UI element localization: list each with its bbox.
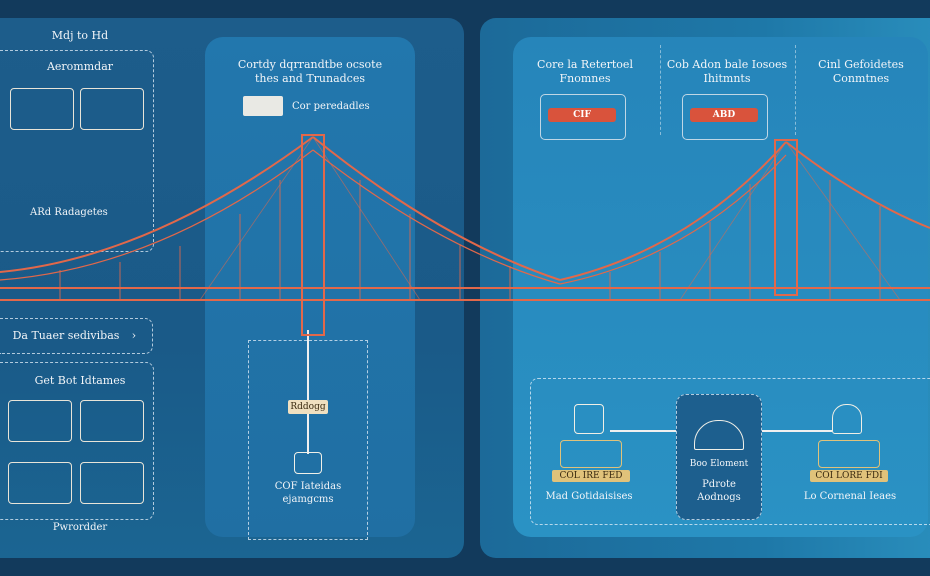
node2-line1: Pdrote — [702, 479, 736, 490]
conveyor-icon — [560, 440, 622, 468]
col3-heading-line2: Conmtnes — [832, 72, 890, 85]
col2-heading-line2: Ihitmnts — [703, 72, 751, 85]
left-group-box-1 — [0, 50, 154, 252]
col1-heading-line1: Core la Retertoel — [537, 58, 633, 71]
center-footer-line2: ejamgcms — [282, 494, 334, 505]
connector-line — [307, 414, 309, 454]
conveyor-icon — [818, 440, 880, 468]
col3-heading-line1: Cinl Gefoidetes — [818, 58, 904, 71]
node2-title: Boo Eloment — [689, 459, 749, 469]
node1-label: Mad Gotidaisises — [545, 491, 633, 502]
center-small-tag: Rddogg — [288, 400, 328, 414]
left-banner — [0, 318, 153, 354]
col2-button-frame — [682, 94, 768, 140]
conveyor-icon — [10, 88, 74, 130]
node2-line2: Aodnogs — [697, 492, 741, 503]
server-icon — [243, 96, 283, 116]
cloche-icon — [832, 404, 862, 434]
conveyor-icon — [8, 400, 72, 442]
conveyor-icon — [8, 462, 72, 504]
conveyor-icon — [80, 88, 144, 130]
conveyor-icon — [80, 400, 144, 442]
col2-button[interactable]: ABD — [690, 108, 758, 122]
node2-box — [676, 394, 762, 520]
right-lower-group — [530, 378, 930, 525]
col1-button[interactable]: CIF — [548, 108, 616, 122]
left-top-label: Mdj to Hd — [51, 29, 109, 42]
center-heading-line1: Cortdy dqrrandtbe ocsote — [237, 58, 383, 71]
center-heading-line2: thes and Trunadces — [254, 72, 366, 85]
banner-text: Da Tuaer sedivibas — [12, 329, 120, 342]
column-divider — [795, 45, 796, 135]
box1-title: Aerommdar — [46, 60, 114, 73]
col1-button-frame — [540, 94, 626, 140]
col2-heading-line1: Cob Adon bale Iosoes — [666, 58, 788, 71]
node1-tag: COL IRE FED — [552, 470, 630, 482]
col1-heading-line2: Fnomnes — [559, 72, 611, 85]
column-divider — [660, 45, 661, 135]
connector-line — [307, 330, 309, 400]
box2-title: Get Bot Idtames — [34, 374, 126, 387]
center-footer-line1: COF Iateidas — [274, 481, 342, 492]
lock-icon — [574, 404, 604, 434]
lock-icon — [294, 452, 322, 474]
connector-line — [610, 430, 678, 432]
connector-line — [762, 430, 832, 432]
center-chip-label: Cor peredadles — [292, 101, 370, 112]
node3-label: Lo Cornenal Ieaes — [803, 491, 897, 502]
left-group-box-2 — [0, 362, 154, 520]
chevron-right-icon: › — [131, 329, 137, 342]
conveyor-icon — [80, 462, 144, 504]
bottom-label: Pwrordder — [52, 522, 108, 533]
node3-tag: COI LORE FDI — [810, 470, 888, 482]
box1-caption: ARd Radagetes — [30, 207, 108, 218]
